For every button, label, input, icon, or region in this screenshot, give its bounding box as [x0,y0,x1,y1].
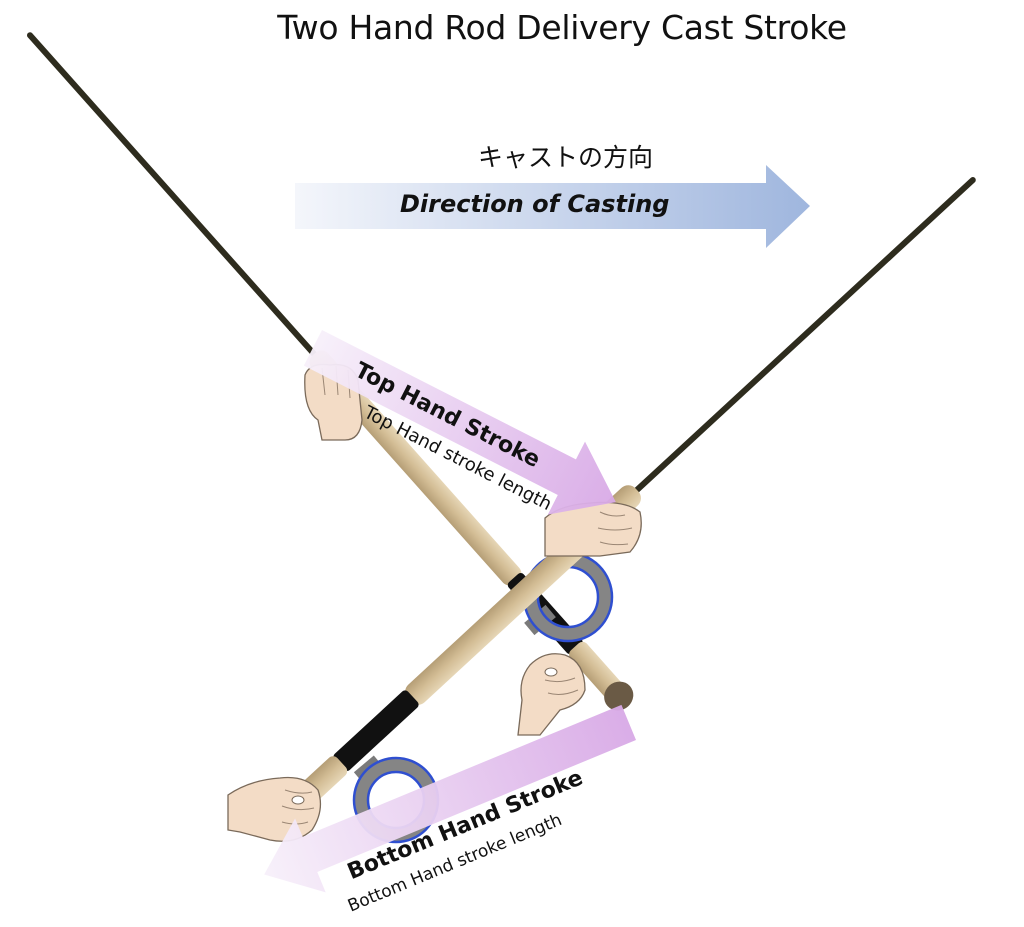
bottom-hand-stroke-arrow-shape [264,704,636,893]
rod-back-blank [26,32,322,363]
direction-label: Direction of Casting [400,190,670,218]
direction-arrow-shape [295,165,810,248]
diagram-title: Two Hand Rod Delivery Cast Stroke [277,8,847,47]
rod-front-reel-seat [333,690,419,772]
rod-front-blank [628,177,976,498]
direction-arrow [295,165,810,248]
top-hand-stroke-arrow [303,330,616,515]
bottom-hand-stroke-arrow [264,704,636,893]
bottom-hand-start [227,776,322,842]
bottom-hand-end [517,653,586,736]
direction-label-japanese: キャストの方向 [478,143,654,172]
top-hand-stroke-arrow-shape [303,330,616,515]
rod-back-upper-grip [309,350,522,586]
rod-back-butt-cap [604,681,634,711]
